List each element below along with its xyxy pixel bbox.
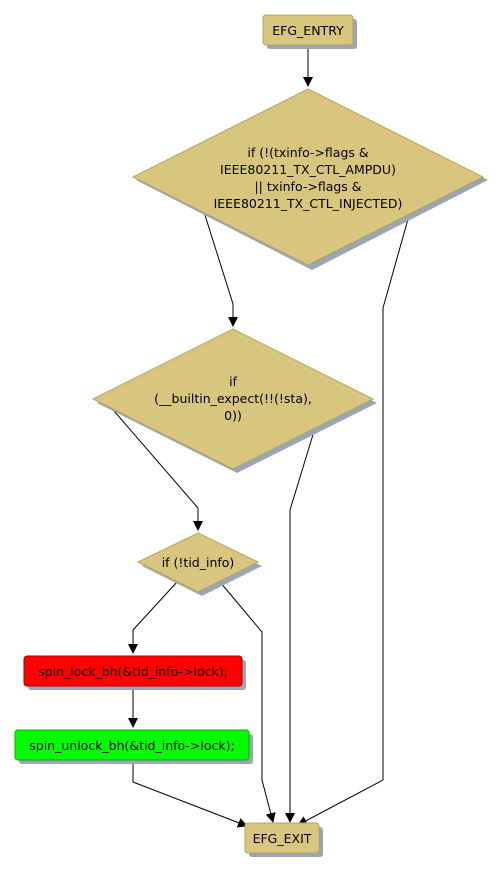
edge-cond3-to-exit bbox=[219, 581, 276, 823]
exit-node-label: EFG_EXIT bbox=[253, 831, 312, 846]
condition-1-line-1: if (!(txinfo->flags & bbox=[247, 145, 369, 160]
edge-cond3-to-lock bbox=[128, 581, 178, 654]
condition-2-line-3: 0)) bbox=[224, 408, 242, 423]
entry-node-label: EFG_ENTRY bbox=[272, 23, 344, 38]
exit-node-box bbox=[244, 822, 320, 854]
condition-1-diamond bbox=[131, 88, 485, 266]
condition-1-line-3: || txinfo->flags & bbox=[254, 179, 361, 194]
condition-2-line-2: (__builtin_expect(!!(!sta), bbox=[154, 391, 312, 406]
edge-cond2-to-exit bbox=[285, 427, 316, 823]
edges bbox=[107, 46, 411, 828]
condition-3-node: if (!tid_info) bbox=[136, 532, 262, 596]
condition-1-node: if (!(txinfo->flags & IEEE80211_TX_CTL_A… bbox=[131, 88, 488, 270]
condition-3-diamond bbox=[136, 532, 260, 593]
entry-node-box bbox=[262, 14, 354, 46]
edge-cond1-to-exit bbox=[297, 211, 411, 826]
condition-2-diamond bbox=[91, 328, 375, 470]
condition-1-line-2: IEEE80211_TX_CTL_AMPDU) bbox=[220, 162, 396, 177]
entry-node: EFG_ENTRY bbox=[262, 14, 357, 49]
condition-2-line-1: if bbox=[229, 374, 237, 389]
condition-2-node: if (__builtin_expect(!!(!sta), 0)) bbox=[91, 328, 377, 473]
lock-node-box bbox=[23, 655, 243, 687]
unlock-node: spin_unlock_bh(&tid_info->lock); bbox=[14, 729, 253, 764]
edge-cond1-to-cond2 bbox=[203, 211, 238, 327]
unlock-node-label: spin_unlock_bh(&tid_info->lock); bbox=[29, 738, 234, 753]
condition-1-line-4: IEEE80211_TX_CTL_INJECTED) bbox=[214, 196, 403, 211]
unlock-node-box bbox=[14, 729, 250, 761]
lock-node-label: spin_lock_bh(&tid_info->lock); bbox=[38, 664, 228, 679]
exit-node: EFG_EXIT bbox=[244, 822, 323, 857]
edge-unlock-to-exit bbox=[132, 760, 248, 828]
condition-3-label: if (!tid_info) bbox=[162, 555, 235, 570]
edge-cond2-to-cond3 bbox=[107, 403, 203, 531]
lock-node: spin_lock_bh(&tid_info->lock); bbox=[23, 655, 246, 690]
